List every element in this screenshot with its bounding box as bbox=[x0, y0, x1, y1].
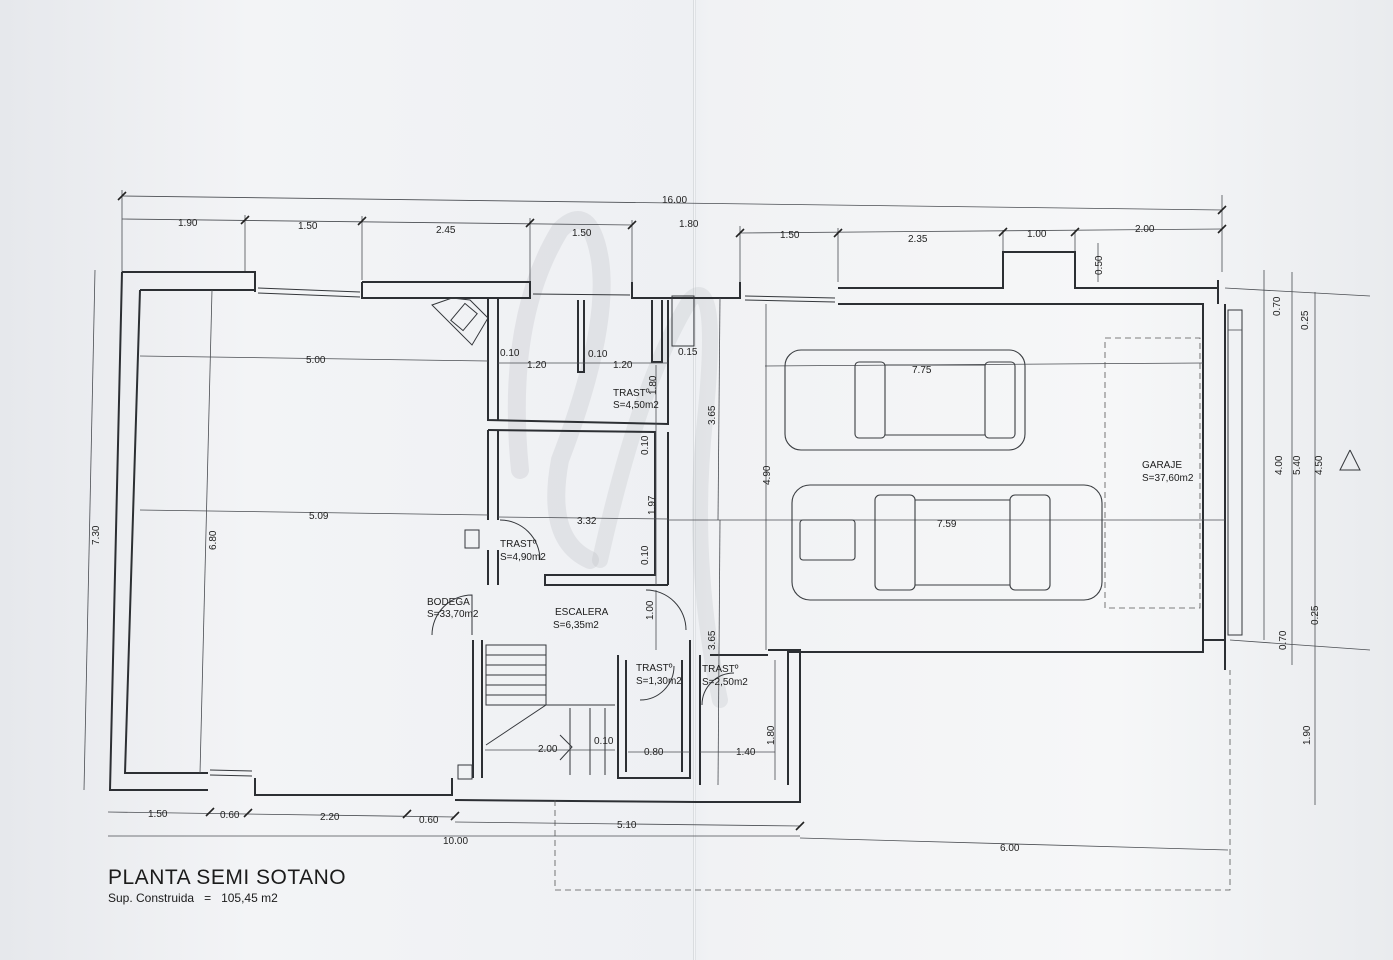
dim-bottom-220: 2.20 bbox=[320, 812, 340, 823]
dim-height-400: 4.00 bbox=[1274, 455, 1285, 475]
top-dimension-lines bbox=[117, 190, 1227, 282]
dim-v-010c: 0.10 bbox=[640, 435, 651, 455]
dim-top-4: 1.50 bbox=[572, 228, 592, 239]
dim-height-730: 7.30 bbox=[91, 525, 102, 545]
built-area-value: 105,45 m2 bbox=[221, 891, 278, 905]
dim-top-2: 1.50 bbox=[298, 221, 318, 232]
stairs bbox=[485, 644, 615, 775]
drawing-title: PLANTA SEMI SOTANO bbox=[108, 866, 347, 889]
dim-height-490: 4.90 bbox=[762, 465, 773, 485]
room-trast-top-name: TRASTº bbox=[613, 388, 650, 399]
room-labels: BODEGA S=33,70m2 TRASTº S=4,50m2 TRASTº … bbox=[427, 388, 1194, 688]
dim-v-197: 1.97 bbox=[647, 495, 658, 515]
room-garaje-area: S=37,60m2 bbox=[1142, 473, 1194, 484]
dim-bottom-510: 5.10 bbox=[617, 820, 637, 831]
dim-inner-509: 5.09 bbox=[309, 511, 329, 522]
room-bodega-name: BODEGA bbox=[427, 597, 470, 608]
dim-top-8: 1.00 bbox=[1027, 229, 1047, 240]
outer-walls bbox=[108, 251, 1226, 803]
dim-total-left: 10.00 bbox=[443, 836, 468, 847]
column-bottom bbox=[457, 764, 473, 780]
dim-top-5: 1.80 bbox=[679, 219, 699, 230]
dim-height-365a: 3.65 bbox=[707, 405, 718, 425]
watermark-logo bbox=[507, 211, 611, 569]
dim-bottom-060a: 0.60 bbox=[220, 810, 240, 821]
dim-total-top: 16.00 bbox=[662, 195, 687, 206]
bottom-dimension-lines bbox=[107, 807, 1229, 851]
dim-stair-180: 1.80 bbox=[766, 725, 777, 745]
dim-bottom-150: 1.50 bbox=[148, 809, 168, 820]
dashed-zones bbox=[554, 337, 1231, 891]
watermark-stroke bbox=[592, 287, 728, 708]
dim-top-1: 1.90 bbox=[178, 218, 198, 229]
dim-stair-200: 2.00 bbox=[538, 744, 558, 755]
dim-inner-015: 0.15 bbox=[678, 347, 698, 358]
car-top bbox=[784, 349, 1026, 451]
dim-inner-500: 5.00 bbox=[306, 355, 326, 366]
room-bodega-area: S=33,70m2 bbox=[427, 609, 479, 620]
dim-inner-120b: 1.20 bbox=[613, 360, 633, 371]
room-garaje-name: GARAJE bbox=[1142, 460, 1182, 471]
dim-top-7: 2.35 bbox=[908, 234, 928, 245]
dim-v-100: 1.00 bbox=[645, 600, 656, 620]
dim-height-190: 1.90 bbox=[1302, 725, 1313, 745]
built-area-line: Sup. Construida = 105,45 m2 bbox=[108, 891, 278, 905]
column-top bbox=[464, 529, 480, 549]
built-area-label: Sup. Construida bbox=[108, 891, 195, 905]
dim-stair-140: 1.40 bbox=[736, 747, 756, 758]
room-trast-top-area: S=4,50m2 bbox=[613, 400, 659, 411]
dim-height-540: 5.40 bbox=[1292, 455, 1303, 475]
dim-total-right: 6.00 bbox=[1000, 843, 1020, 854]
fireplace bbox=[431, 297, 489, 346]
door-swings bbox=[431, 519, 735, 706]
dim-height-365b: 3.65 bbox=[707, 630, 718, 650]
dim-height-070a: 0.70 bbox=[1272, 296, 1283, 316]
room-trast-small-area: S=1,30m2 bbox=[636, 676, 682, 687]
room-trast-right-area: S=2,50m2 bbox=[702, 677, 748, 688]
dim-height-680: 6.80 bbox=[208, 530, 219, 550]
dim-inner-332: 3.32 bbox=[577, 516, 597, 527]
room-trast-small-name: TRASTº bbox=[636, 663, 673, 674]
room-escalera-area: S=6,35m2 bbox=[553, 620, 599, 631]
dim-v-180a: 1.80 bbox=[648, 375, 659, 395]
room-trast-right-name: TRASTº bbox=[702, 664, 739, 675]
dimension-labels: 16.00 1.90 1.50 2.45 1.50 1.80 1.50 2.35… bbox=[91, 195, 1325, 854]
garage-ramp-grille bbox=[1227, 309, 1243, 636]
dim-bottom-060b: 0.60 bbox=[419, 815, 439, 826]
room-trast-mid-area: S=4,90m2 bbox=[500, 552, 546, 563]
room-trast-mid-name: TRASTº bbox=[500, 539, 537, 550]
dim-inner-010b: 0.10 bbox=[588, 349, 608, 360]
dim-garage-759: 7.59 bbox=[937, 519, 957, 530]
dim-stair-080: 0.80 bbox=[644, 747, 664, 758]
dim-height-025a: 0.25 bbox=[1300, 310, 1311, 330]
built-area-equals: = bbox=[204, 891, 212, 905]
dim-v-010d: 0.10 bbox=[640, 545, 651, 565]
dim-inner-120a: 1.20 bbox=[527, 360, 547, 371]
dim-garage-775: 7.75 bbox=[912, 365, 932, 376]
dim-height-450: 4.50 bbox=[1314, 455, 1325, 475]
room-escalera-name: ESCALERA bbox=[555, 607, 609, 618]
dim-top-6: 1.50 bbox=[780, 230, 800, 241]
dim-height-025b: 0.25 bbox=[1310, 605, 1321, 625]
dim-top-3: 2.45 bbox=[436, 225, 456, 236]
dim-height-070b: 0.70 bbox=[1278, 630, 1289, 650]
car-bottom bbox=[791, 484, 1103, 601]
paper-fold-line bbox=[693, 0, 696, 960]
interior-walls bbox=[472, 298, 768, 785]
water-heater bbox=[671, 295, 695, 347]
dim-notch: 0.50 bbox=[1094, 255, 1105, 275]
dim-inner-010a: 0.10 bbox=[500, 348, 520, 359]
dim-stair-010: 0.10 bbox=[594, 736, 614, 747]
right-dimension-lines bbox=[1224, 270, 1371, 805]
window-openings bbox=[209, 287, 836, 777]
dim-top-9: 2.00 bbox=[1135, 224, 1155, 235]
